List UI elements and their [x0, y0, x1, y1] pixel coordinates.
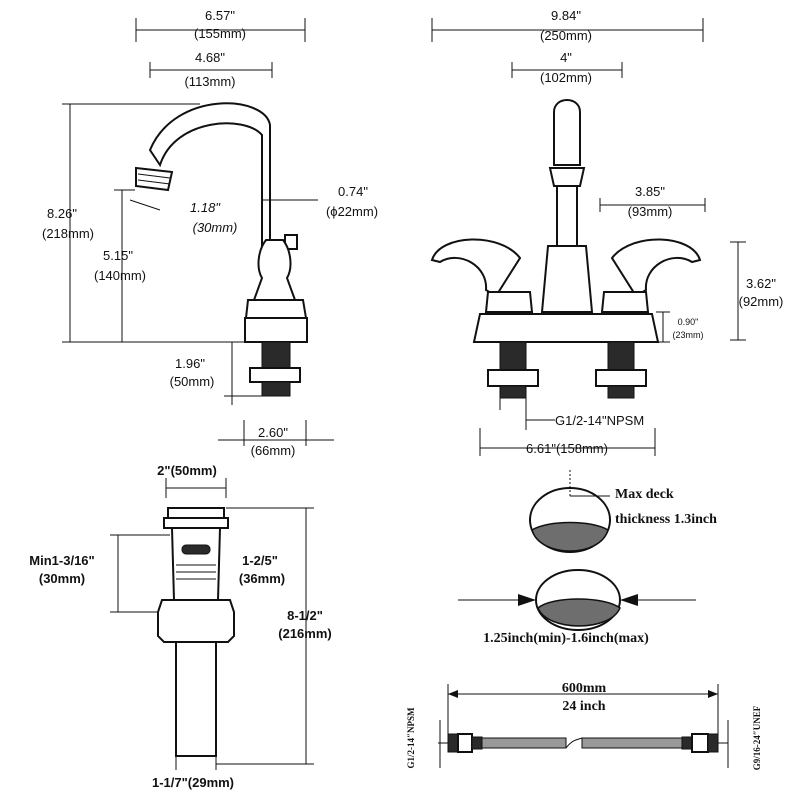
front-view: 9.84" (250mm) 4" (102mm) 3.85" (93mm): [430, 8, 784, 456]
front-nut-left: [487, 369, 539, 387]
deck-hole-fill: [531, 521, 609, 552]
front-deck-plate: [472, 313, 660, 343]
front-center-mm: (102mm): [540, 70, 592, 85]
front-handle-left: [430, 238, 522, 298]
side-spout-diameter: 0.74": [338, 184, 368, 199]
front-spout-top: [553, 99, 581, 166]
front-overall-width: 9.84": [551, 8, 581, 23]
side-total-height-mm: (218mm): [42, 226, 94, 241]
deck-hole-bottom-fill: [537, 598, 621, 627]
drain-body: [170, 527, 222, 601]
deck-hole-range: 1.25inch(min)-1.6inch(max): [483, 631, 649, 646]
hose-braid-left: [481, 737, 567, 749]
side-spout-height-mm: (140mm): [94, 268, 146, 283]
drain-view: 2"(50mm) Min1-3/16" (30mm) 1-2/5" (36mm)…: [29, 463, 331, 790]
front-spout-body: [540, 245, 594, 313]
hose-diagram: 600mm 24 inch G1/2-14″NPSM G9/16-24″UNEF: [406, 681, 762, 770]
hose-arrow-right: [708, 690, 718, 698]
drain-overflow: 1-2/5": [242, 553, 278, 568]
drain-overflow-mm: (36mm): [239, 571, 285, 586]
side-handle-body: [252, 239, 297, 301]
front-base-height: 0.90": [678, 317, 699, 327]
deck-thickness-line2: thickness 1.3inch: [615, 512, 717, 527]
hose-left-collar: [471, 736, 483, 750]
side-spout-diameter-mm: (ϕ22mm): [326, 204, 378, 219]
drain-min-mm: (30mm): [39, 571, 85, 586]
front-handle-base-left: [484, 291, 534, 313]
front-spout-column: [556, 185, 578, 247]
front-handle-reach: 3.85": [635, 184, 665, 199]
hose-length-in: 24 inch: [562, 699, 605, 714]
drain-top-diameter: 2"(50mm): [157, 463, 217, 478]
deck-thickness-line1: Max deck: [615, 487, 674, 502]
side-shank: [261, 341, 291, 371]
hose-left-thread-label: G1/2-14″NPSM: [406, 707, 416, 768]
drain-cap: [167, 507, 225, 519]
side-spout-height: 5.15": [103, 248, 133, 263]
front-shank-right: [607, 341, 635, 373]
drain-min-label: Min1-3/16": [29, 553, 94, 568]
front-nut-right: [595, 369, 647, 387]
drain-total-length-mm: (216mm): [278, 626, 331, 641]
front-shank-left: [499, 341, 527, 373]
front-center: 4": [560, 50, 572, 65]
side-base: [244, 317, 308, 343]
side-spout: [148, 102, 271, 246]
hose-braid-right: [581, 737, 683, 749]
side-shank-length-mm: (50mm): [170, 374, 215, 389]
drain-flange: [163, 517, 229, 529]
side-aerator: [135, 166, 174, 192]
deck-arrow-left: [518, 594, 536, 606]
side-overall-width: 6.57": [205, 8, 235, 23]
drain-total-length: 8-1/2": [287, 608, 323, 623]
side-total-height: 8.26": [47, 206, 77, 221]
drain-overflow-slot: [181, 544, 211, 555]
drain-tail-diameter: 1-1/7"(29mm): [152, 775, 234, 790]
front-overall-width-mm: (250mm): [540, 28, 592, 43]
deck-diagram: Max deck thickness 1.3inch 1.25inch(min)…: [458, 470, 717, 646]
side-base-ring: [244, 299, 308, 319]
hose-right-collar: [681, 736, 693, 750]
drain-nut: [157, 599, 235, 643]
side-nut: [249, 367, 301, 383]
front-base-height-mm: (23mm): [673, 330, 704, 340]
front-thread: G1/2-14"NPSM: [555, 413, 644, 428]
front-shank-left-end: [499, 385, 527, 399]
hose-right-nut: [691, 733, 709, 753]
side-aerator-mm: (30mm): [193, 220, 238, 235]
front-handle-height: 3.62": [746, 276, 776, 291]
front-base-length: 6.61"(158mm): [526, 441, 608, 456]
side-aerator-dim: 1.18": [190, 200, 221, 215]
front-shank-right-end: [607, 385, 635, 399]
hose-length-mm: 600mm: [562, 681, 607, 696]
hose-arrow-left: [448, 690, 458, 698]
front-spout-collar: [548, 167, 586, 187]
side-reach: 4.68": [195, 50, 225, 65]
side-base-width: 2.60": [258, 425, 288, 440]
deck-arrow-right: [620, 594, 638, 606]
side-overall-width-mm: (155mm): [194, 26, 246, 41]
hose-right-thread: [707, 733, 719, 753]
front-handle-base-right: [600, 291, 650, 313]
side-shank-length: 1.96": [175, 356, 205, 371]
side-shank-end: [261, 381, 291, 397]
drain-tailpiece: [175, 641, 217, 757]
front-handle-reach-mm: (93mm): [628, 204, 673, 219]
front-handle-height-mm: (92mm): [739, 294, 784, 309]
side-view: 6.57" (155mm) 4.68" (113mm) 8.26" (218mm…: [42, 8, 378, 458]
hose-left-thread: [447, 733, 459, 753]
hose-right-thread-label: G9/16-24″UNEF: [752, 705, 762, 770]
hose-left-nut: [457, 733, 473, 753]
side-reach-mm: (113mm): [184, 74, 235, 89]
side-base-width-mm: (66mm): [251, 443, 296, 458]
front-handle-right: [610, 238, 702, 298]
